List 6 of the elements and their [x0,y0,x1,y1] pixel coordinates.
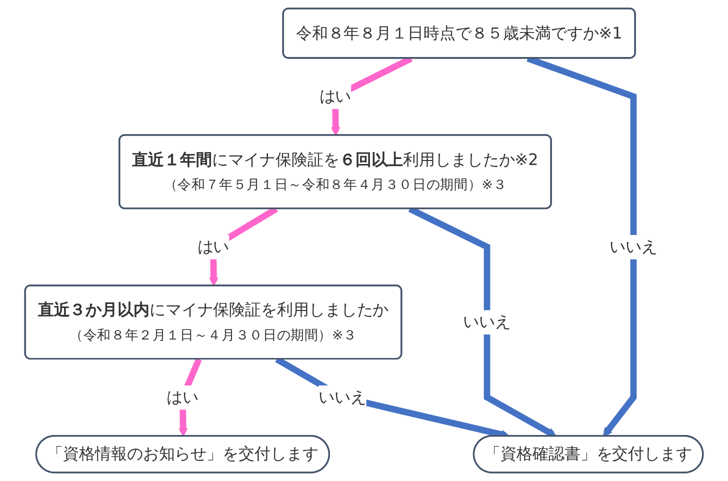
edge-label: いいえ [318,387,366,407]
edge-label: はい [166,387,199,407]
edge-label: はい [197,237,230,256]
edge-label: いいえ [610,237,658,256]
edge-label: いいえ [463,312,511,332]
edge-label: はい [319,86,352,106]
